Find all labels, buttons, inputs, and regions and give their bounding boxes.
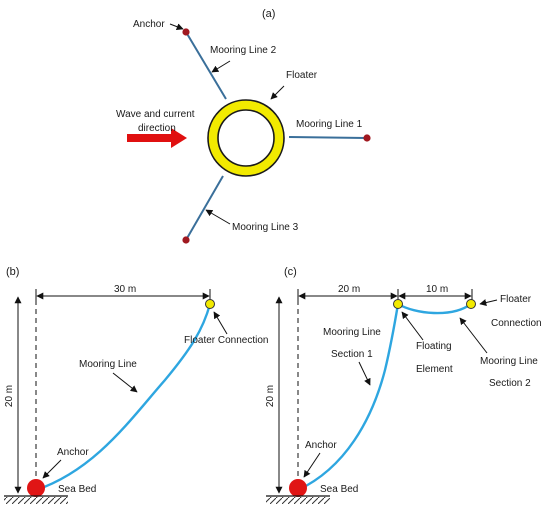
anchor-ball-c [289,479,307,497]
anchor-3-dot [182,236,190,244]
anchor-label-c: Anchor [305,440,337,451]
anchor-2-dot [182,28,190,36]
mooring-line-2-label: Mooring Line 2 [210,45,277,56]
mooring-line-section1-curve [297,303,400,492]
mooring-line-3-label: Mooring Line 3 [232,222,299,233]
wave-arrow-head [171,128,187,148]
anchor-pointer [169,23,184,31]
floater-pointer-c [479,299,498,306]
floater-pointer [270,85,285,100]
sea-bed-hatch-b [4,497,68,504]
ml-section2-label-line2: Section 2 [489,378,531,389]
floating-element-dot [393,299,403,309]
floater-connection-dot-c [466,299,476,309]
wave-label-line1: Wave and current [116,109,195,120]
mooring-line-1 [288,136,367,139]
mooring-line-label: Mooring Line [79,359,137,370]
floater-label-c-line2: Connection [491,318,542,329]
floating-pointer [401,311,424,341]
anchor-pointer-c [303,452,321,478]
mooring-line-3-pointer [205,209,231,225]
sea-bed-hatch-c [266,497,330,504]
floater-connection-label: Floater Connection [184,335,269,346]
floater-label: Floater [286,70,318,81]
mooring-line-pointer [112,372,138,393]
anchor-pointer-b [42,459,62,479]
anchor-1-dot [363,134,371,142]
mooring-line-1-label: Mooring Line 1 [296,119,363,130]
floater-connection-pointer [213,311,228,335]
floater-connection-dot [205,299,215,309]
dim-section2-label: 10 m [426,284,448,295]
floating-label-line2: Element [416,364,453,375]
panel-a-label: (a) [262,8,275,20]
mooring-line-2 [185,31,227,100]
floater-inner [217,109,275,167]
floating-label-line1: Floating [416,341,452,352]
mooring-line-2-pointer [211,60,231,73]
anchor-label: Anchor [133,19,165,30]
mooring-line-section2-curve [397,302,472,315]
sea-bed-label-b: Sea Bed [58,484,96,495]
mooring-line-curve [35,303,212,492]
panel-a: (a) Anchor Mooring Line 2 Floater Moorin… [116,8,371,244]
floater-label-c-line1: Floater [500,294,532,305]
ml-section1-label-line2: Section 1 [331,349,373,360]
anchor-label-b: Anchor [57,447,89,458]
vertical-dim-label-c: 20 m [265,385,276,407]
ml-section2-pointer [459,317,488,354]
ml-section2-label-line1: Mooring Line [480,356,538,367]
anchor-ball-b [27,479,45,497]
ml-section1-pointer [358,361,371,386]
horizontal-dim-label: 30 m [114,284,136,295]
wave-arrow-shaft [127,134,171,142]
panel-c: (c) 20 m 10 m 20 m Floater Connection Mo… [265,266,542,504]
panel-c-label: (c) [284,266,297,278]
dim-section1-label: 20 m [338,284,360,295]
panel-b: (b) 30 m 20 m Floater Connection Mooring… [4,266,269,504]
vertical-dim-label: 20 m [4,385,15,407]
mooring-line-3 [185,175,224,241]
sea-bed-label-c: Sea Bed [320,484,358,495]
wave-label-line2: direction [138,123,176,134]
panel-b-label: (b) [6,266,19,278]
ml-section1-label-line1: Mooring Line [323,327,381,338]
